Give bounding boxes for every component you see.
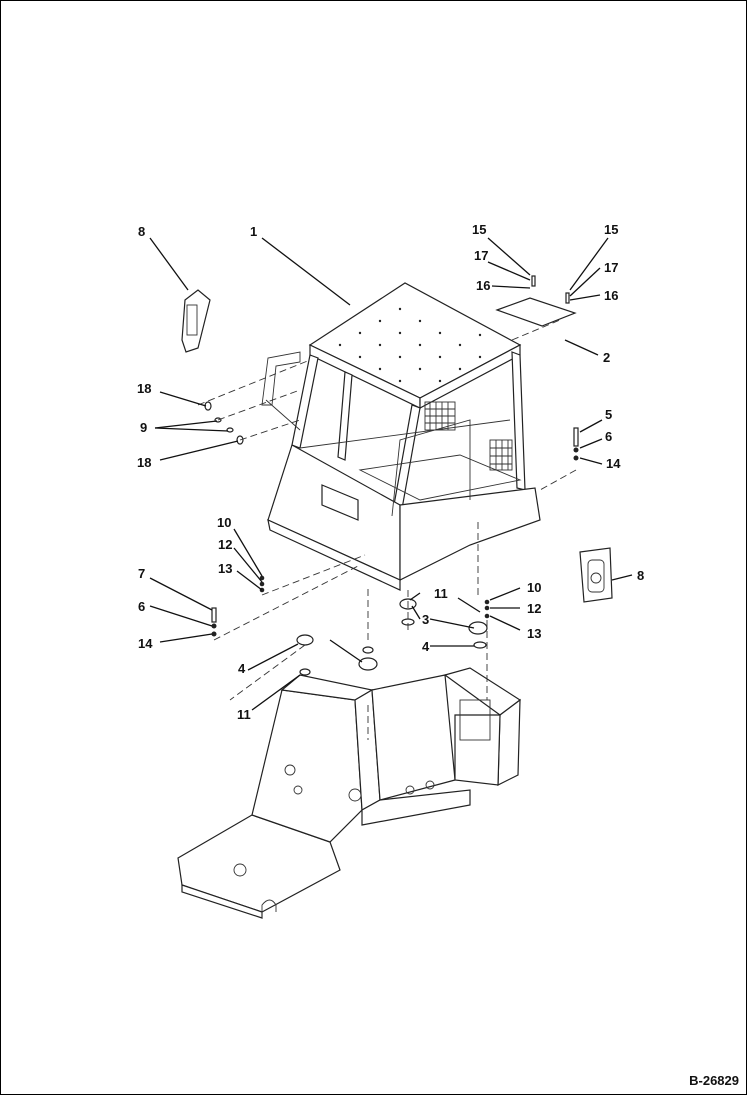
callout-16-left: 16 xyxy=(476,278,490,293)
callout-18-top: 18 xyxy=(137,381,151,396)
cab-crossbar xyxy=(299,419,511,449)
hardware-roof-bolts xyxy=(531,275,570,304)
callout-1: 1 xyxy=(250,224,257,239)
callout-4-left: 4 xyxy=(238,661,246,676)
cab-side-box xyxy=(321,484,359,521)
callout-8-left: 8 xyxy=(138,224,145,239)
callout-16-right: 16 xyxy=(604,288,618,303)
alignment-lines xyxy=(197,319,577,740)
frame-bore-3 xyxy=(293,785,303,795)
callout-7: 7 xyxy=(138,566,145,581)
callout-12-left: 12 xyxy=(218,537,232,552)
main-frame xyxy=(177,667,522,919)
cab-pillar-mid xyxy=(337,371,353,461)
cab-pillar-front-left xyxy=(291,354,319,449)
cab-pillar-rear-right xyxy=(511,351,526,491)
frame-bore-5 xyxy=(405,785,415,795)
frame-bore-1 xyxy=(348,788,362,802)
cab-assembly xyxy=(261,282,541,591)
callout-11-left: 11 xyxy=(237,707,251,722)
frame-crossmember xyxy=(361,789,471,826)
cab-floor xyxy=(358,454,522,501)
cab-side-brace xyxy=(265,399,301,431)
callout-14-left: 14 xyxy=(138,636,153,651)
callout-5: 5 xyxy=(605,407,612,422)
callout-17-right: 17 xyxy=(604,260,618,275)
callout-4-right: 4 xyxy=(422,639,430,654)
frame-hitch xyxy=(261,899,277,918)
hardware-left-cab xyxy=(204,401,244,445)
frame-rear-window xyxy=(459,699,491,741)
callout-17-left: 17 xyxy=(474,248,488,263)
callout-3: 3 xyxy=(422,612,429,627)
cover-plate xyxy=(495,297,577,327)
callout-6-right: 6 xyxy=(605,429,612,444)
hardware-left-bolt xyxy=(211,607,217,637)
callout-8-right: 8 xyxy=(637,568,644,583)
callout-15-left: 15 xyxy=(472,222,486,237)
callout-10-right: 10 xyxy=(527,580,541,595)
callout-9: 9 xyxy=(140,420,147,435)
frame-side-rail xyxy=(371,674,456,801)
callout-13-right: 13 xyxy=(527,626,541,641)
frame-bore-6 xyxy=(425,780,435,790)
rear-window-screen xyxy=(424,401,456,431)
callout-10-left: 10 xyxy=(217,515,231,530)
callout-18-bottom: 18 xyxy=(137,455,151,470)
hardware-right-bolt xyxy=(573,427,579,461)
leader-lines xyxy=(149,237,633,711)
side-window-screen xyxy=(489,439,513,471)
callout-14-right: 14 xyxy=(606,456,621,471)
roof-rivets xyxy=(338,307,482,383)
cab-base-edge xyxy=(267,518,401,591)
callout-12-right: 12 xyxy=(527,601,541,616)
side-light-left xyxy=(181,289,211,353)
frame-bore-2 xyxy=(284,764,296,776)
side-light-right xyxy=(579,547,613,603)
frame-tower-left xyxy=(251,689,363,843)
isolation-mounts xyxy=(296,598,488,702)
callout-13-left: 13 xyxy=(218,561,232,576)
figure-number: B-26829 xyxy=(689,1073,739,1088)
frame-rear-plate xyxy=(454,714,501,786)
hardware-right-stack xyxy=(484,599,490,619)
callout-2: 2 xyxy=(603,350,610,365)
frame-bore-4 xyxy=(233,863,247,877)
cab-lower-right-panel xyxy=(399,487,541,581)
cab-roof xyxy=(308,282,522,399)
callout-labels: 8 1 15 17 16 15 17 16 2 18 9 18 5 6 14 8… xyxy=(137,222,644,722)
callout-11-right: 11 xyxy=(434,586,448,601)
callout-15-right: 15 xyxy=(604,222,618,237)
callout-6-left: 6 xyxy=(138,599,145,614)
